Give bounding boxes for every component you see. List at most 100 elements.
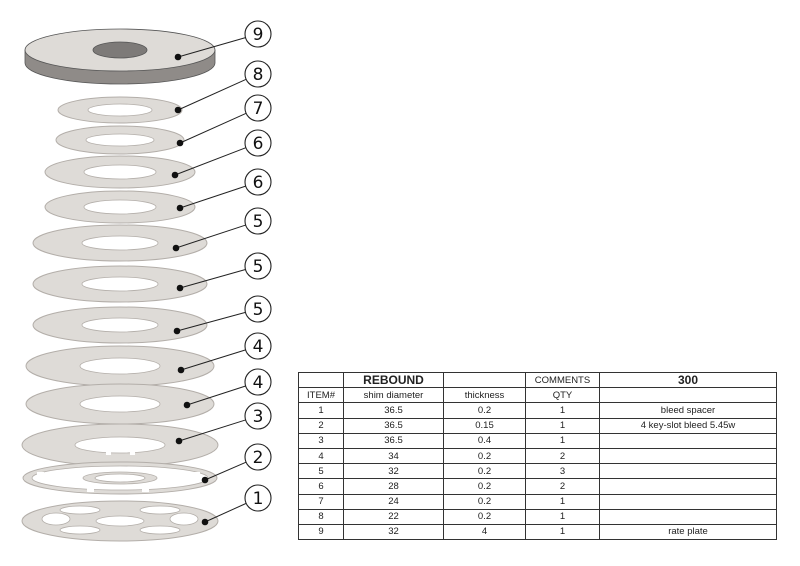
callout-item-2: 2 [201,443,272,484]
callout-number: 2 [253,448,264,468]
callout-item-1: 1 [201,484,272,526]
cell-item: 5 [298,463,344,480]
leader-dot [177,366,185,374]
cell-qty: 1 [525,523,600,541]
callout-item-6: 6 [176,168,272,212]
cell-thickness: 0.2 [443,493,526,510]
shim-item-1 [21,500,219,542]
shim-item-5 [32,265,208,303]
leader-line [175,224,246,249]
callout-number: 7 [253,99,264,119]
shim-item-7 [55,125,185,155]
leader-dot [176,204,184,212]
cell-item: 6 [298,478,344,495]
leader-line [179,269,246,289]
shim-hole [81,317,159,333]
shim-item-3 [21,423,219,467]
cell-comment: bleed spacer [599,402,777,419]
cell-item: 2 [298,417,344,434]
empty-cell [443,371,526,389]
table-row: 4 34 0.2 2 [298,447,777,465]
shim-hole [95,515,145,527]
cell-diameter: 36.5 [343,432,444,449]
cell-qty: 3 [525,463,600,480]
shim-hole [87,103,153,117]
shim-item-8 [57,96,183,124]
cell-diameter: 24 [343,493,444,510]
leader-line [179,112,247,144]
cell-comment [599,432,777,449]
cell-item: 3 [298,432,344,449]
leader-line [180,349,246,371]
cell-item: 7 [298,493,344,510]
table-row: 8 22 0.2 1 [298,508,777,525]
spacer-window [139,525,181,535]
header-item: ITEM# [298,387,344,404]
header-qty: QTY [525,387,600,404]
shim-stack [21,28,219,542]
key-slot [142,484,149,492]
callout-item-5: 5 [176,252,272,292]
leader-dot [176,139,184,147]
cell-thickness: 0.2 [443,463,526,480]
callout-circle [244,484,272,512]
callout-circle [244,60,272,88]
shim-hole [79,395,161,413]
leader-line [204,461,247,481]
cell-diameter: 36.5 [343,402,444,419]
callout-circle [244,443,272,471]
key-slot [37,472,44,480]
shim-item-5 [32,224,208,262]
cell-qty: 1 [525,417,600,434]
leader-dot [175,437,183,445]
leader-line [179,185,246,209]
cell-diameter: 32 [343,463,444,480]
header-comments [599,387,777,404]
header-thickness: thickness [443,387,526,404]
cell-item: 1 [298,402,344,419]
rate-plate-hole [92,41,148,59]
empty-cell [298,371,344,389]
callout-number: 5 [253,257,264,277]
leader-line [177,37,246,58]
shim-hole [85,133,155,147]
cell-comment [599,508,777,525]
cell-qty: 1 [525,493,600,510]
table-header-row: ITEM# shim diameter thickness QTY [298,387,777,404]
shim-hole [81,276,159,292]
shim-hole [74,436,166,454]
callout-circle [244,20,272,48]
leader-dot [172,244,180,252]
callout-circle [244,368,272,396]
leader-dot [201,476,209,484]
callout-number: 6 [253,173,264,193]
cell-thickness: 0.2 [443,402,526,419]
cell-qty: 1 [525,508,600,525]
callout-item-5: 5 [172,207,272,252]
leader-dot [174,106,182,114]
callout-item-5: 5 [173,295,272,335]
part-number: 300 [599,371,777,389]
cell-diameter: 32 [343,523,444,541]
table-row: 9 32 4 1 rate plate [298,523,777,541]
table-row: 5 32 0.2 3 [298,463,777,480]
callout-number: 1 [253,489,264,509]
callout-number: 5 [253,300,264,320]
cell-comment: rate plate [599,523,777,541]
spacer-window [59,505,101,515]
shim-item-5 [32,306,208,344]
callout-number: 3 [253,407,264,427]
leader-line [204,502,247,523]
callout-circle [244,168,272,196]
callout-item-4: 4 [177,332,272,374]
spacer-window [139,505,181,515]
shim-hole [79,357,161,375]
callout-number: 9 [253,25,264,45]
cell-comment [599,493,777,510]
shim-hole [83,199,157,215]
key-notch [106,451,111,455]
cell-thickness: 0.15 [443,417,526,434]
shim-hole [83,164,157,180]
leader-line [178,419,246,442]
callout-item-3: 3 [175,402,272,445]
